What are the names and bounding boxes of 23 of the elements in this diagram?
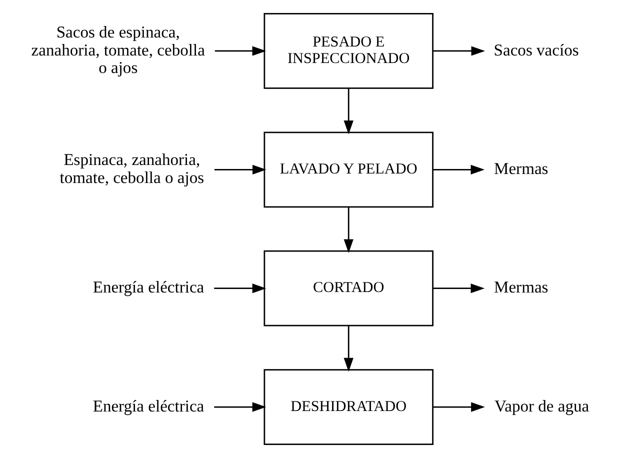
arrow: [343, 326, 353, 372]
arrow: [343, 207, 353, 254]
node-box: LAVADO Y PELADO: [263, 132, 433, 208]
arrow: [214, 46, 266, 56]
arrow: [432, 402, 484, 412]
node-text: Vapor de agua: [494, 396, 589, 416]
node-text: Sacos de espinaca, zanahoria, tomate, cebolla o ajos: [30, 22, 204, 78]
arrow: [214, 164, 266, 174]
arrow: [214, 284, 266, 294]
node-text: Energía eléctrica: [92, 396, 204, 416]
arrow: [432, 164, 484, 174]
arrow: [432, 46, 485, 56]
node-box: PESADO E INSPECCIONADO: [263, 13, 433, 89]
node-text: Espinaca, zanahoria, tomate, cebolla o ajos: [59, 150, 204, 187]
arrow: [214, 402, 266, 412]
node-text: Energía eléctrica: [92, 278, 204, 297]
node-box: CORTADO: [263, 250, 433, 326]
node-text: Sacos vacíos: [493, 40, 578, 60]
arrow: [343, 88, 353, 134]
node-text: Mermas: [494, 158, 548, 178]
node-text: Mermas: [494, 278, 548, 297]
arrow: [432, 284, 484, 294]
node-box: DESHIDRATADO: [263, 369, 433, 445]
